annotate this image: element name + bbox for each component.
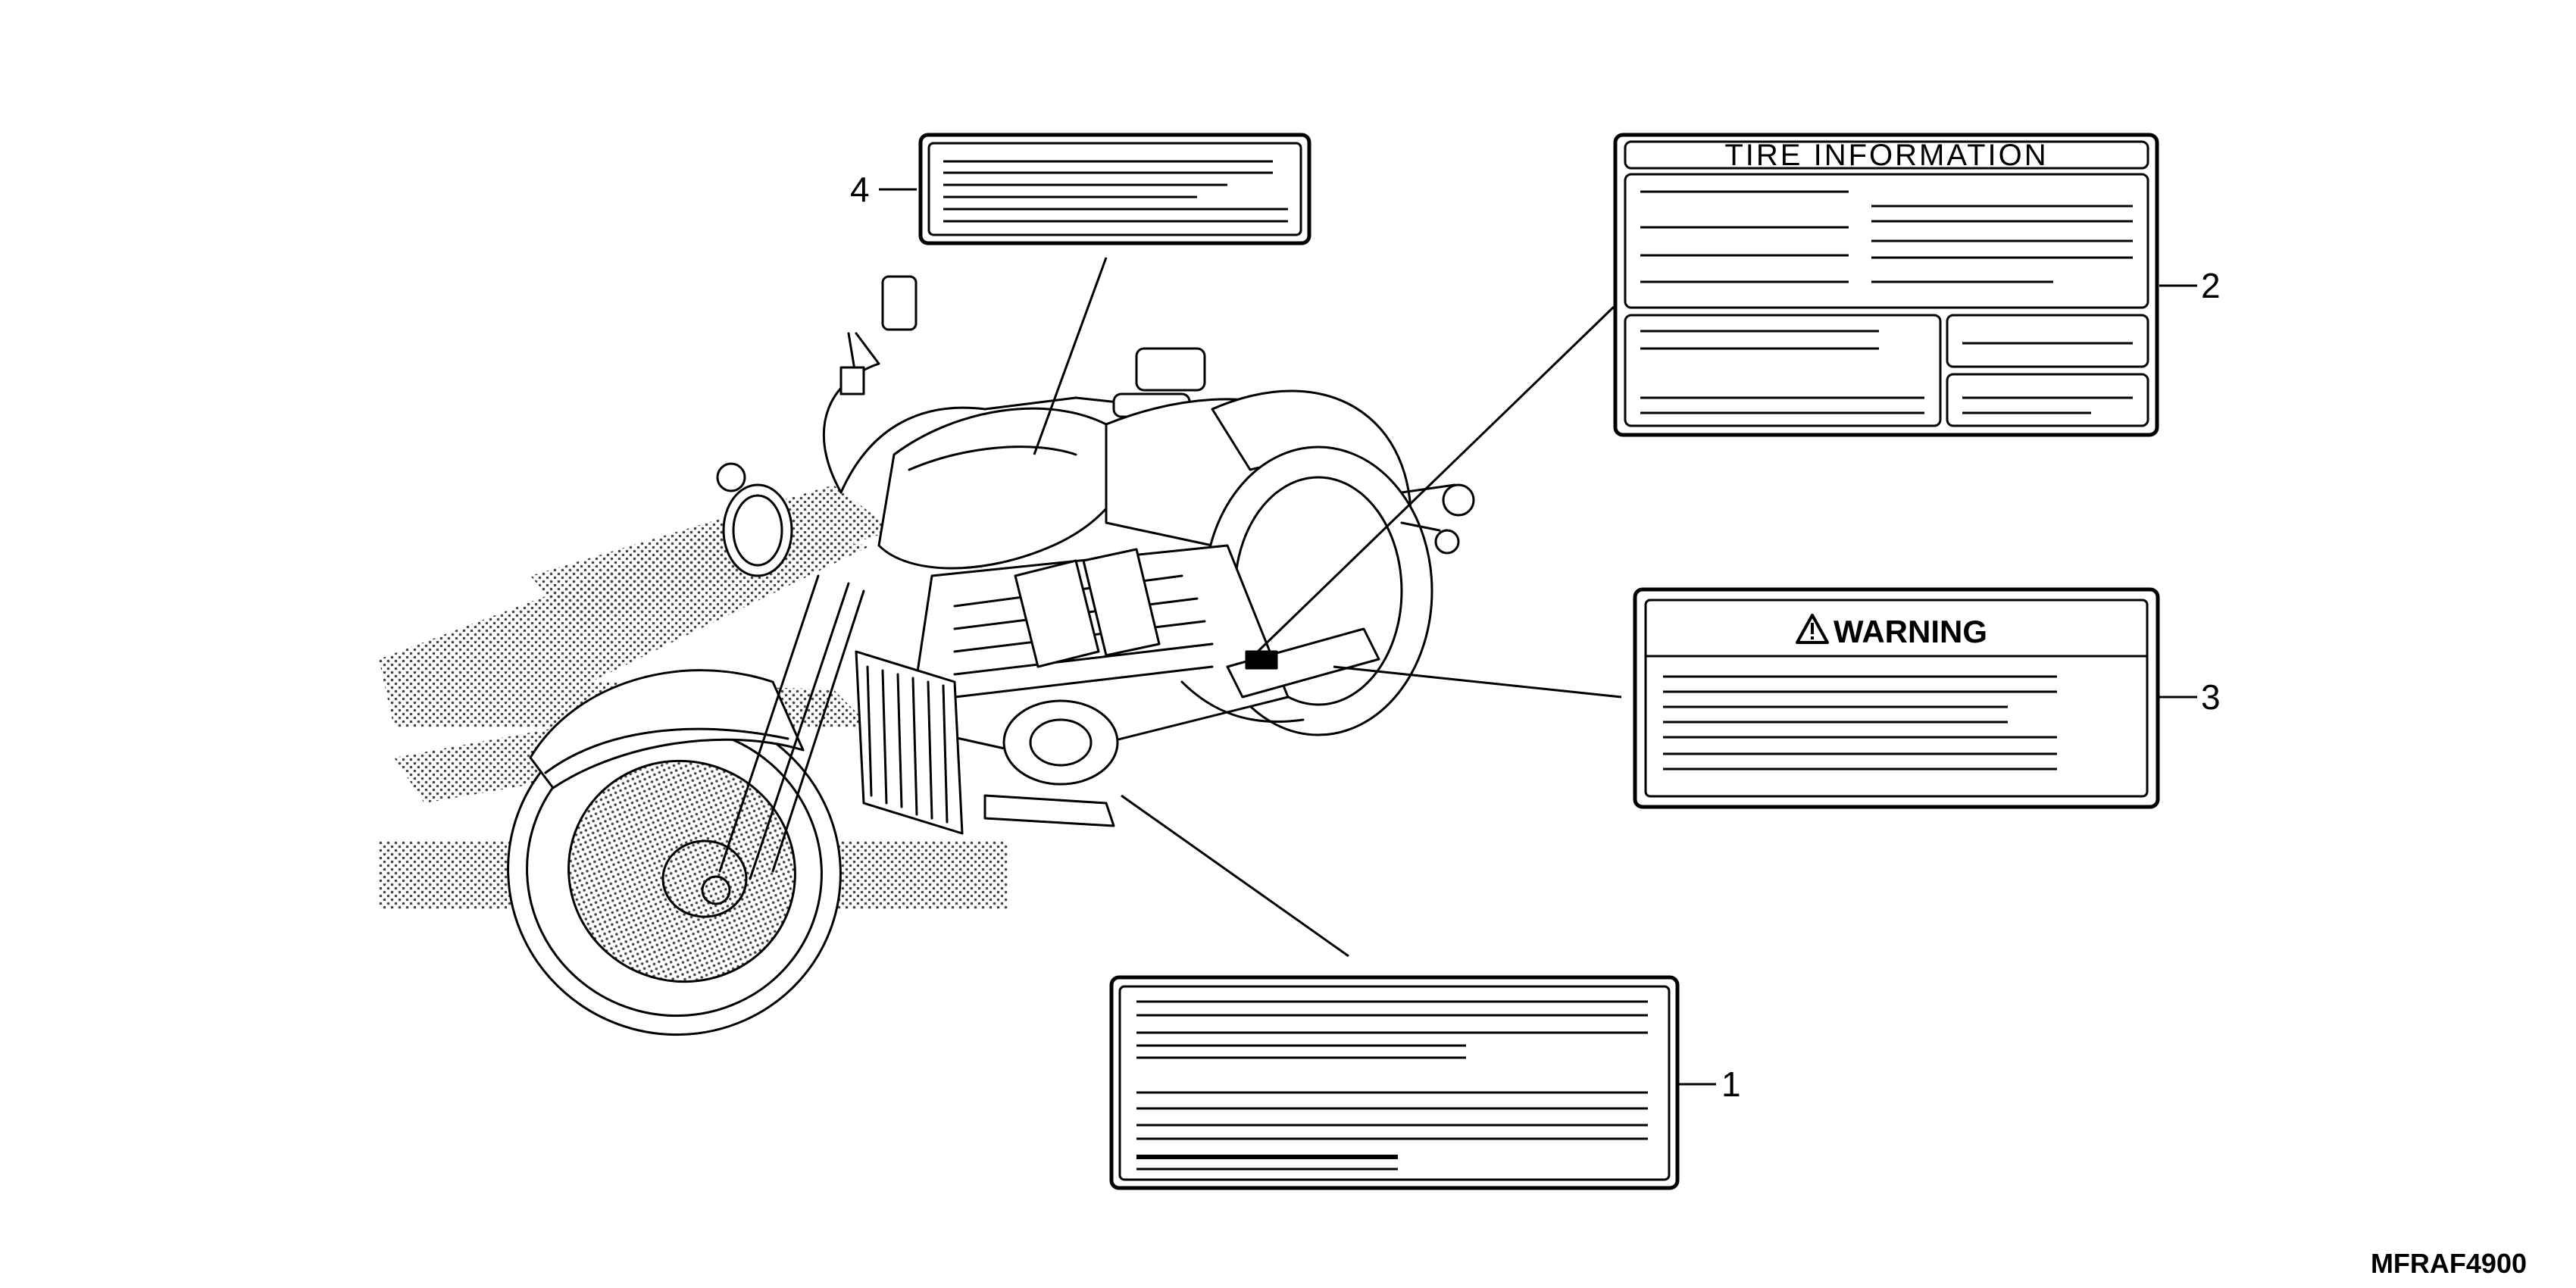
callout-number-1: 1 (1721, 1064, 1741, 1104)
label-4 (918, 133, 1311, 245)
label-3-warning (1633, 587, 2160, 809)
warning-triangle-icon (1796, 614, 1829, 644)
callout-number-4: 4 (850, 170, 870, 209)
leader-line-2 (1256, 305, 1615, 653)
leader-lines (1033, 257, 1622, 958)
leader-line-1 (1121, 794, 1349, 958)
leader-line-3 (1333, 665, 1622, 699)
leader-line-4 (1033, 257, 1108, 455)
warning-title: WARNING (1834, 614, 1987, 649)
callout-number-2: 2 (2201, 266, 2221, 305)
tire-information-title: TIRE INFORMATION (1724, 139, 2048, 172)
label-1 (1109, 975, 1680, 1190)
label-2-tire-information (1613, 133, 2159, 437)
motorcycle-illustration (507, 275, 1475, 1036)
callout-number-3: 3 (2201, 677, 2221, 717)
diagram-code: MFRAF4900 (2371, 1248, 2527, 1279)
